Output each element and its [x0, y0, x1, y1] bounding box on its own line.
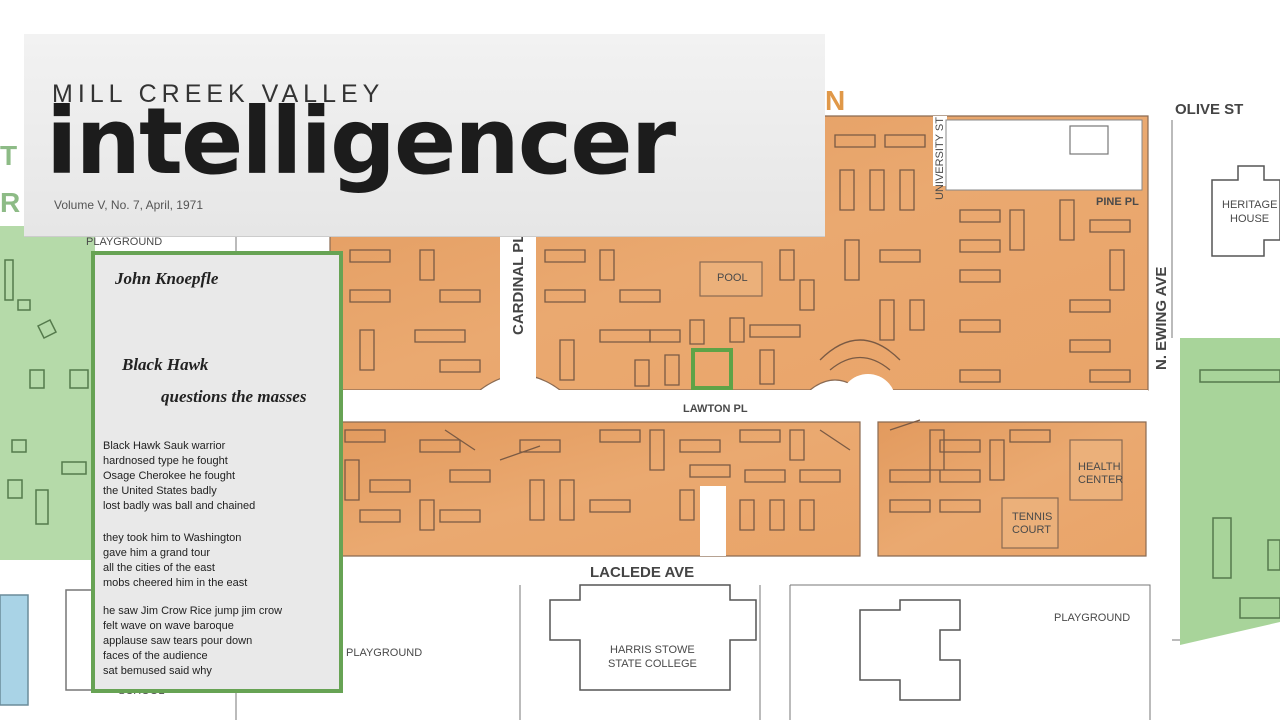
poem-line: sat bemused said why	[103, 665, 212, 677]
poem-stanza-3: he saw Jim Crow Rice jump jim crow felt …	[103, 604, 282, 679]
street-laclede: LACLEDE AVE	[590, 564, 694, 581]
poem-line: he saw Jim Crow Rice jump jim crow	[103, 605, 283, 617]
street-lawton: LAWTON PL	[683, 403, 748, 415]
poem-title-line-1: Black Hawk	[122, 355, 209, 374]
left-park-buildings	[4, 259, 89, 525]
poem-stanza-1: Black Hawk Sauk warrior hardnosed type h…	[103, 439, 255, 514]
place-pool: POOL	[717, 272, 748, 284]
place-harris-2: STATE COLLEGE	[608, 658, 697, 670]
annex-outline	[859, 599, 961, 701]
street-cardinal: CARDINAL PL	[510, 234, 527, 335]
place-health-1: HEALTH	[1078, 461, 1121, 473]
poem-author: John Knoepfle	[115, 269, 219, 288]
fragment-green-r: R	[0, 187, 20, 218]
place-heritage-2: HOUSE	[1230, 213, 1269, 225]
masthead-title: intelligencer	[46, 88, 676, 195]
poem-line: the United States badly	[103, 485, 217, 497]
poem-line: gave him a grand tour	[103, 547, 211, 559]
street-pine: PINE PL	[1096, 196, 1139, 208]
poem-line: lost badly was ball and chained	[103, 500, 256, 512]
fragment-orange-n: N	[825, 85, 845, 116]
poem-line: felt wave on wave baroque	[103, 620, 234, 632]
block-east-border	[789, 584, 1151, 720]
street-ewing: N. EWING AVE	[1153, 267, 1170, 370]
fragment-green-t: T	[0, 140, 17, 171]
place-playground-bottom: PLAYGROUND	[346, 647, 422, 659]
place-playground-right: PLAYGROUND	[1054, 612, 1130, 624]
poem-line: they took him to Washington	[103, 532, 242, 544]
poem-line: hardnosed type he fought	[103, 455, 228, 467]
left-water-building	[0, 594, 29, 706]
poem-line: Black Hawk Sauk warrior	[103, 440, 226, 452]
place-tennis-1: TENNIS	[1012, 511, 1052, 523]
poem-line: Osage Cherokee he fought	[103, 470, 236, 482]
poem-line: mobs cheered him in the east	[103, 577, 248, 589]
place-harris-1: HARRIS STOWE	[610, 644, 695, 656]
highlight-marker	[691, 348, 733, 390]
masthead-volume: Volume V, No. 7, April, 1971	[54, 198, 203, 212]
heritage-house-outline	[1211, 165, 1280, 257]
right-park	[1180, 338, 1280, 645]
harris-stowe-outline	[549, 584, 757, 691]
place-health-2: CENTER	[1078, 474, 1123, 486]
poem-stanza-2: they took him to Washington gave him a g…	[103, 531, 247, 591]
poem-line: faces of the audience	[103, 650, 208, 662]
poem-title-line-2: questions the masses	[161, 387, 307, 406]
newspaper-masthead: MILL CREEK VALLEY intelligencer Volume V…	[24, 34, 825, 236]
poem-line: applause saw tears pour down	[103, 635, 253, 647]
place-heritage-1: HERITAGE	[1222, 199, 1277, 211]
place-playground-top: PLAYGROUND	[86, 236, 162, 248]
rowhouses	[344, 134, 1131, 531]
poem-clipping: John Knoepfle Black Hawk questions the m…	[91, 251, 343, 693]
masthead-kicker: MILL CREEK VALLEY	[52, 80, 385, 108]
street-university: UNIVERSITY ST	[934, 117, 946, 200]
college-block-border	[519, 585, 761, 720]
street-olive: OLIVE ST	[1175, 101, 1243, 118]
poem-line: all the cities of the east	[103, 562, 215, 574]
place-tennis-2: COURT	[1012, 524, 1051, 536]
